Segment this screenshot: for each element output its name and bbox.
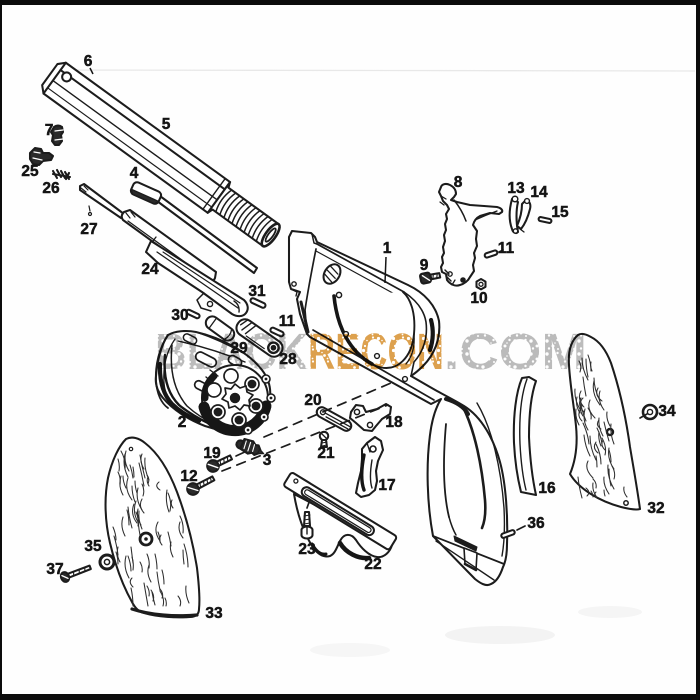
svg-text:8: 8 [454,174,463,191]
svg-text:16: 16 [538,480,556,497]
svg-text:3: 3 [263,452,272,469]
svg-text:29: 29 [230,340,248,357]
svg-text:31: 31 [248,283,266,300]
svg-text:20: 20 [304,392,321,409]
svg-text:32: 32 [647,500,664,517]
svg-text:1: 1 [383,240,392,257]
svg-text:13: 13 [507,180,525,197]
svg-text:25: 25 [21,163,39,180]
svg-text:26: 26 [42,180,60,197]
svg-text:9: 9 [420,257,429,274]
svg-text:24: 24 [141,261,159,278]
svg-text:5: 5 [162,116,171,133]
svg-text:14: 14 [530,184,548,201]
svg-text:11: 11 [279,313,296,330]
svg-text:10: 10 [470,290,487,307]
svg-text:19: 19 [203,445,221,462]
svg-text:BLACK: BLACK [155,323,308,380]
svg-text:36: 36 [527,515,545,532]
svg-text:30: 30 [171,307,188,324]
svg-text:27: 27 [80,221,97,238]
svg-text:33: 33 [205,605,223,622]
svg-text:28: 28 [279,351,297,368]
svg-text:34: 34 [658,403,676,420]
svg-text:37: 37 [46,561,63,578]
svg-text:RECON: RECON [308,323,444,380]
svg-text:2: 2 [178,414,187,431]
svg-text:17: 17 [378,477,395,494]
svg-text:18: 18 [385,414,403,431]
svg-text:4: 4 [130,165,139,182]
svg-text:11: 11 [498,240,515,257]
svg-text:23: 23 [298,541,316,558]
svg-text:22: 22 [364,556,381,573]
svg-text:15: 15 [551,204,569,221]
svg-text:21: 21 [317,445,335,462]
svg-text:35: 35 [84,538,102,555]
svg-text:.COM: .COM [444,323,587,380]
svg-text:12: 12 [180,468,197,485]
svg-text:7: 7 [45,122,54,139]
svg-text:6: 6 [84,53,93,70]
